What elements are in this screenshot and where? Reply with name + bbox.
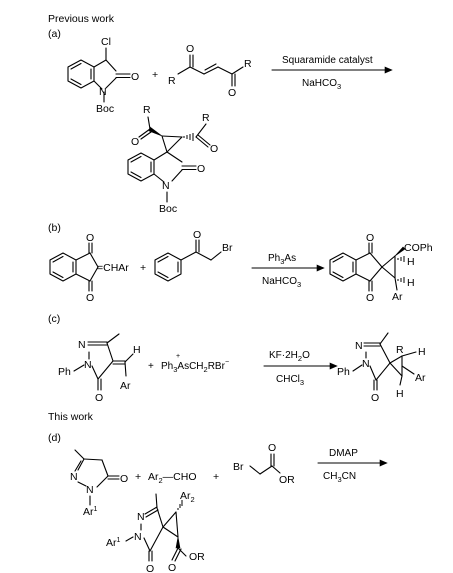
cl-atom: Cl bbox=[101, 36, 111, 48]
c-h: H bbox=[133, 344, 141, 356]
chloro-oxindole-structure: Cl O N Boc bbox=[67, 36, 139, 115]
d-prod-o: O bbox=[146, 563, 154, 573]
product-a-n: N bbox=[162, 180, 170, 192]
c-prod-n2: N bbox=[355, 340, 363, 352]
o-bottom: O bbox=[228, 87, 236, 99]
condition-ph3as-b: Ph3As bbox=[268, 253, 296, 266]
condition-chcl3: CHCl3 bbox=[276, 374, 304, 387]
d-prod-ar2: Ar2 bbox=[180, 490, 195, 504]
phenacyl-br: Br bbox=[222, 242, 233, 254]
c-prod-ph: Ph bbox=[337, 366, 350, 378]
c-prod-h-bottom: H bbox=[396, 388, 404, 400]
product-a-r-right: R bbox=[202, 112, 210, 124]
arrow-head-d bbox=[379, 459, 388, 467]
arrow-head-b bbox=[316, 264, 325, 272]
c-ar: Ar bbox=[120, 380, 131, 392]
arrow-head-a bbox=[384, 66, 393, 74]
condition-squaramide: Squaramide catalyst bbox=[282, 55, 373, 66]
product-a-boc: Boc bbox=[159, 203, 177, 215]
b-o-top: O bbox=[86, 232, 94, 244]
b-prod-ar: Ar bbox=[392, 291, 403, 303]
phenacyl-bromide-structure: O Br bbox=[154, 229, 233, 282]
plus-sign-b: + bbox=[140, 262, 146, 274]
spiro-pyrazolone-cyclopropane-product: Ph N N O R H H Ar bbox=[337, 332, 426, 404]
n-atom: N bbox=[99, 86, 107, 98]
plus-sign-d1: + bbox=[135, 471, 141, 483]
c-reagent-plus: + bbox=[148, 361, 154, 372]
phenacyl-o: O bbox=[193, 229, 201, 241]
product-a-o-left: O bbox=[131, 136, 139, 148]
chAr-group: =CHAr bbox=[97, 262, 129, 274]
condition-nahco3-b: NaHCO3 bbox=[262, 276, 301, 289]
spiro-pyrazolone-cyclopropane-ester-product: Ar1 N N O Ar2 O OR bbox=[106, 490, 205, 573]
plus-sign-a: + bbox=[152, 69, 158, 81]
product-a-o-right: O bbox=[210, 143, 218, 155]
label-c: (c) bbox=[48, 313, 60, 325]
c-prod-ar: Ar bbox=[415, 372, 426, 384]
c-n2: N bbox=[78, 339, 86, 351]
c-ph: Ph bbox=[58, 366, 71, 378]
condition-nahco3-a: NaHCO3 bbox=[302, 78, 341, 91]
boc-group: Boc bbox=[96, 103, 114, 115]
arrow-head-c bbox=[329, 362, 338, 370]
label-d: (d) bbox=[48, 432, 61, 444]
previous-work-heading: Previous work bbox=[48, 13, 115, 25]
b-prod-h-bottom: H bbox=[407, 277, 415, 289]
d-n2: N bbox=[86, 484, 94, 496]
indanedione-ylidene-structure: O O =CHAr bbox=[49, 232, 129, 304]
r-right: R bbox=[244, 58, 252, 70]
d-ester-o: O bbox=[268, 442, 276, 454]
b-prod-h-top: H bbox=[407, 256, 415, 268]
b-prod-coph: COPh bbox=[404, 242, 433, 254]
b-o-bottom: O bbox=[86, 292, 94, 304]
c-n1: N bbox=[84, 359, 92, 371]
pyrazolone-structure: N N O Ar1 bbox=[70, 449, 128, 518]
d-prod-n2: N bbox=[137, 511, 145, 523]
plus-sign-d2: + bbox=[213, 471, 219, 483]
c-o: O bbox=[95, 392, 103, 404]
d-br: Br bbox=[233, 461, 244, 473]
d-n1: N bbox=[70, 471, 78, 483]
d-or: OR bbox=[279, 474, 295, 486]
pyrazolone-alkylidene-structure: Ph N N O H Ar bbox=[58, 333, 141, 404]
c-prod-n1: N bbox=[362, 358, 370, 370]
c-arsonium-salt: Ph3AsCH2RBr− bbox=[161, 359, 229, 374]
bromoacetate-structure: Br O OR bbox=[233, 442, 295, 486]
r-left: R bbox=[168, 75, 176, 87]
c-prod-r: R bbox=[396, 344, 404, 356]
product-a-carbonyl-o: O bbox=[197, 163, 205, 175]
c-arsonium-charge: + bbox=[176, 353, 180, 360]
spirocyclopropyl-oxindole-product: O N Boc O R R O bbox=[127, 104, 218, 215]
d-prod-carbonyl-o: O bbox=[168, 562, 176, 573]
condition-kf: KF·2H2O bbox=[269, 350, 310, 363]
c-prod-o: O bbox=[371, 392, 379, 404]
condition-ch3cn: CH3CN bbox=[323, 471, 356, 484]
aldehyde-reagent: Ar2—CHO bbox=[148, 471, 197, 485]
c-prod-h-top: H bbox=[418, 346, 426, 358]
carbonyl-o: O bbox=[131, 71, 139, 83]
condition-dmap: DMAP bbox=[329, 448, 358, 459]
b-prod-o-bottom: O bbox=[366, 292, 374, 304]
o-top: O bbox=[186, 43, 194, 55]
d-ar1: Ar1 bbox=[83, 506, 98, 518]
label-a: (a) bbox=[48, 28, 61, 40]
label-b: (b) bbox=[48, 222, 61, 234]
d-prod-n1: N bbox=[134, 531, 142, 543]
d-prod-ar1: Ar1 bbox=[106, 537, 121, 549]
this-work-heading: This work bbox=[48, 411, 94, 423]
b-prod-o-top: O bbox=[366, 232, 374, 244]
d-prod-or: OR bbox=[189, 551, 205, 563]
d-o: O bbox=[120, 473, 128, 485]
product-a-r-left: R bbox=[143, 104, 151, 116]
enedione-structure: R O R O bbox=[168, 43, 252, 99]
spirocyclopropyl-indanedione-product: O O COPh H H Ar bbox=[329, 232, 433, 304]
